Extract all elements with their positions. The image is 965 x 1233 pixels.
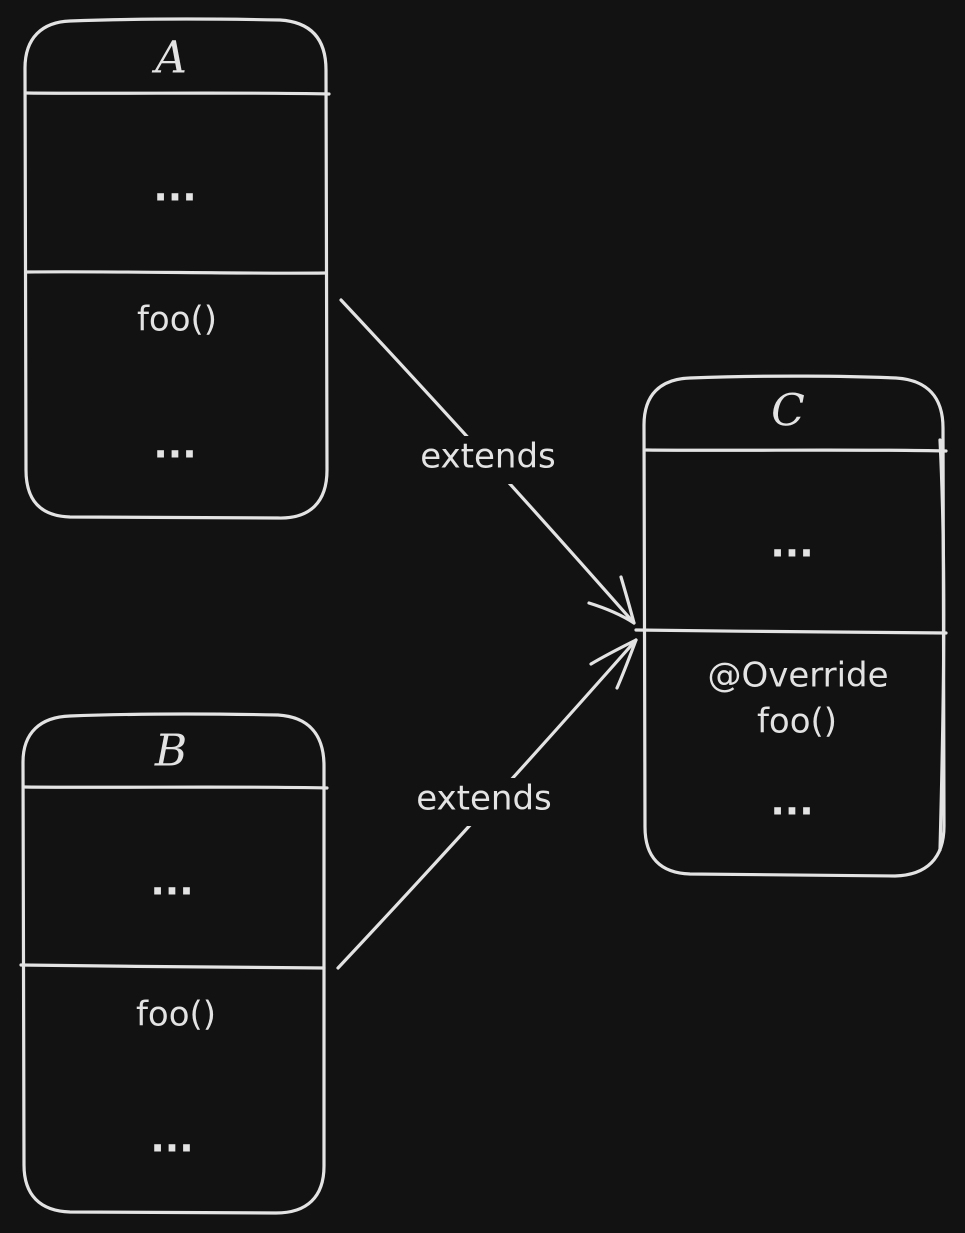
class-a-name: A bbox=[151, 33, 187, 84]
class-b-method: foo() bbox=[136, 995, 216, 1035]
class-b[interactable]: B ... foo() ... bbox=[19, 712, 329, 1215]
class-b-fields: ... bbox=[150, 860, 193, 904]
class-a-fields: ... bbox=[153, 166, 196, 210]
class-b-name: B bbox=[154, 726, 187, 777]
class-c[interactable]: C ... @Override foo() ... bbox=[634, 374, 948, 878]
class-c-divider-top bbox=[644, 448, 948, 453]
class-b-divider-middle bbox=[19, 963, 326, 970]
class-a-divider-middle bbox=[25, 270, 328, 275]
class-a-divider-top bbox=[25, 91, 331, 96]
class-b-divider-top bbox=[23, 785, 329, 790]
edge-a-to-c-label-bg bbox=[400, 436, 576, 484]
edge-b-to-c-arrowhead bbox=[589, 638, 638, 690]
edge-b-to-c[interactable]: extends bbox=[336, 638, 638, 970]
class-c-annotation: @Override bbox=[707, 656, 888, 696]
class-a-box bbox=[23, 17, 329, 520]
edge-a-to-c[interactable]: extends bbox=[339, 298, 636, 625]
class-c-more: ... bbox=[770, 780, 813, 824]
class-c-name: C bbox=[771, 386, 805, 437]
class-a-method: foo() bbox=[137, 300, 217, 340]
class-b-more: ... bbox=[150, 1117, 193, 1161]
class-c-method: foo() bbox=[757, 702, 837, 742]
edge-b-to-c-label: extends bbox=[416, 779, 552, 819]
edge-b-to-c-label-bg bbox=[396, 778, 572, 826]
class-a-more: ... bbox=[153, 423, 196, 467]
edge-a-to-c-arrowhead bbox=[587, 575, 636, 625]
class-b-box bbox=[21, 712, 326, 1215]
class-a[interactable]: A ... foo() ... bbox=[23, 17, 331, 520]
class-c-fields: ... bbox=[770, 522, 813, 566]
class-c-divider-middle bbox=[634, 628, 948, 635]
edge-a-to-c-label: extends bbox=[420, 437, 556, 477]
